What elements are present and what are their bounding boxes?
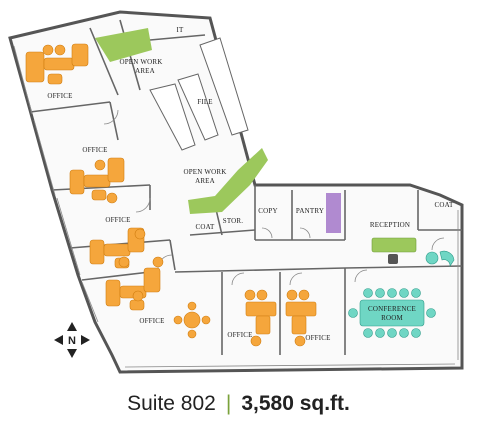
area-label: 3,580 sq.ft. (241, 392, 350, 415)
label-reception: RECEPTION (370, 221, 410, 229)
label-it: IT (176, 26, 184, 34)
file-cabinets (149, 37, 249, 151)
caption-separator: | (225, 392, 232, 415)
label-open-work-area-1-line1: OPEN WORK (119, 58, 162, 66)
door-swings (103, 109, 445, 286)
conference-room-furniture (348, 250, 455, 338)
north-compass: N (54, 322, 90, 358)
label-open-work-area-2-line1: OPEN WORK (183, 168, 226, 176)
windows (13, 45, 459, 368)
compass-arrow-up (67, 322, 77, 331)
label-coat-1: COAT (195, 223, 215, 231)
label-open-work-area-2-line2: AREA (195, 177, 215, 185)
open-work-area-2-fill (188, 148, 268, 214)
label-pantry: PANTRY (296, 207, 324, 215)
desks (25, 43, 417, 335)
reception-chair (388, 254, 398, 264)
label-open-work-area-1-line2: AREA (135, 67, 155, 75)
label-conference-line1: CONFERENCE (368, 305, 416, 313)
compass-letter: N (68, 335, 76, 347)
label-file: FILE (197, 98, 213, 106)
label-office-1: OFFICE (47, 92, 72, 100)
open-work-area-1-fill (95, 28, 152, 62)
pantry-fill (326, 193, 341, 233)
label-office-5: OFFICE (227, 331, 252, 339)
label-office-3: OFFICE (105, 216, 130, 224)
floor-plan: OFFICE OFFICE OFFICE OFFICE OFFICE OFFIC… (8, 10, 464, 374)
label-copy: COPY (258, 207, 277, 215)
compass-arrow-right (81, 335, 90, 345)
suite-label: Suite 802 (127, 392, 216, 415)
label-office-6: OFFICE (305, 334, 330, 342)
label-office-2: OFFICE (82, 146, 107, 154)
chairs (42, 44, 310, 347)
compass-arrow-down (67, 349, 77, 358)
label-office-4: OFFICE (139, 317, 164, 325)
plan-caption: Suite 802 | 3,580 sq.ft. (0, 392, 477, 416)
label-stor: STOR. (223, 217, 244, 225)
label-coat-2: COAT (434, 201, 454, 209)
compass-arrow-left (54, 335, 63, 345)
label-conference-line2: ROOM (381, 314, 403, 322)
interior-walls (29, 19, 463, 355)
